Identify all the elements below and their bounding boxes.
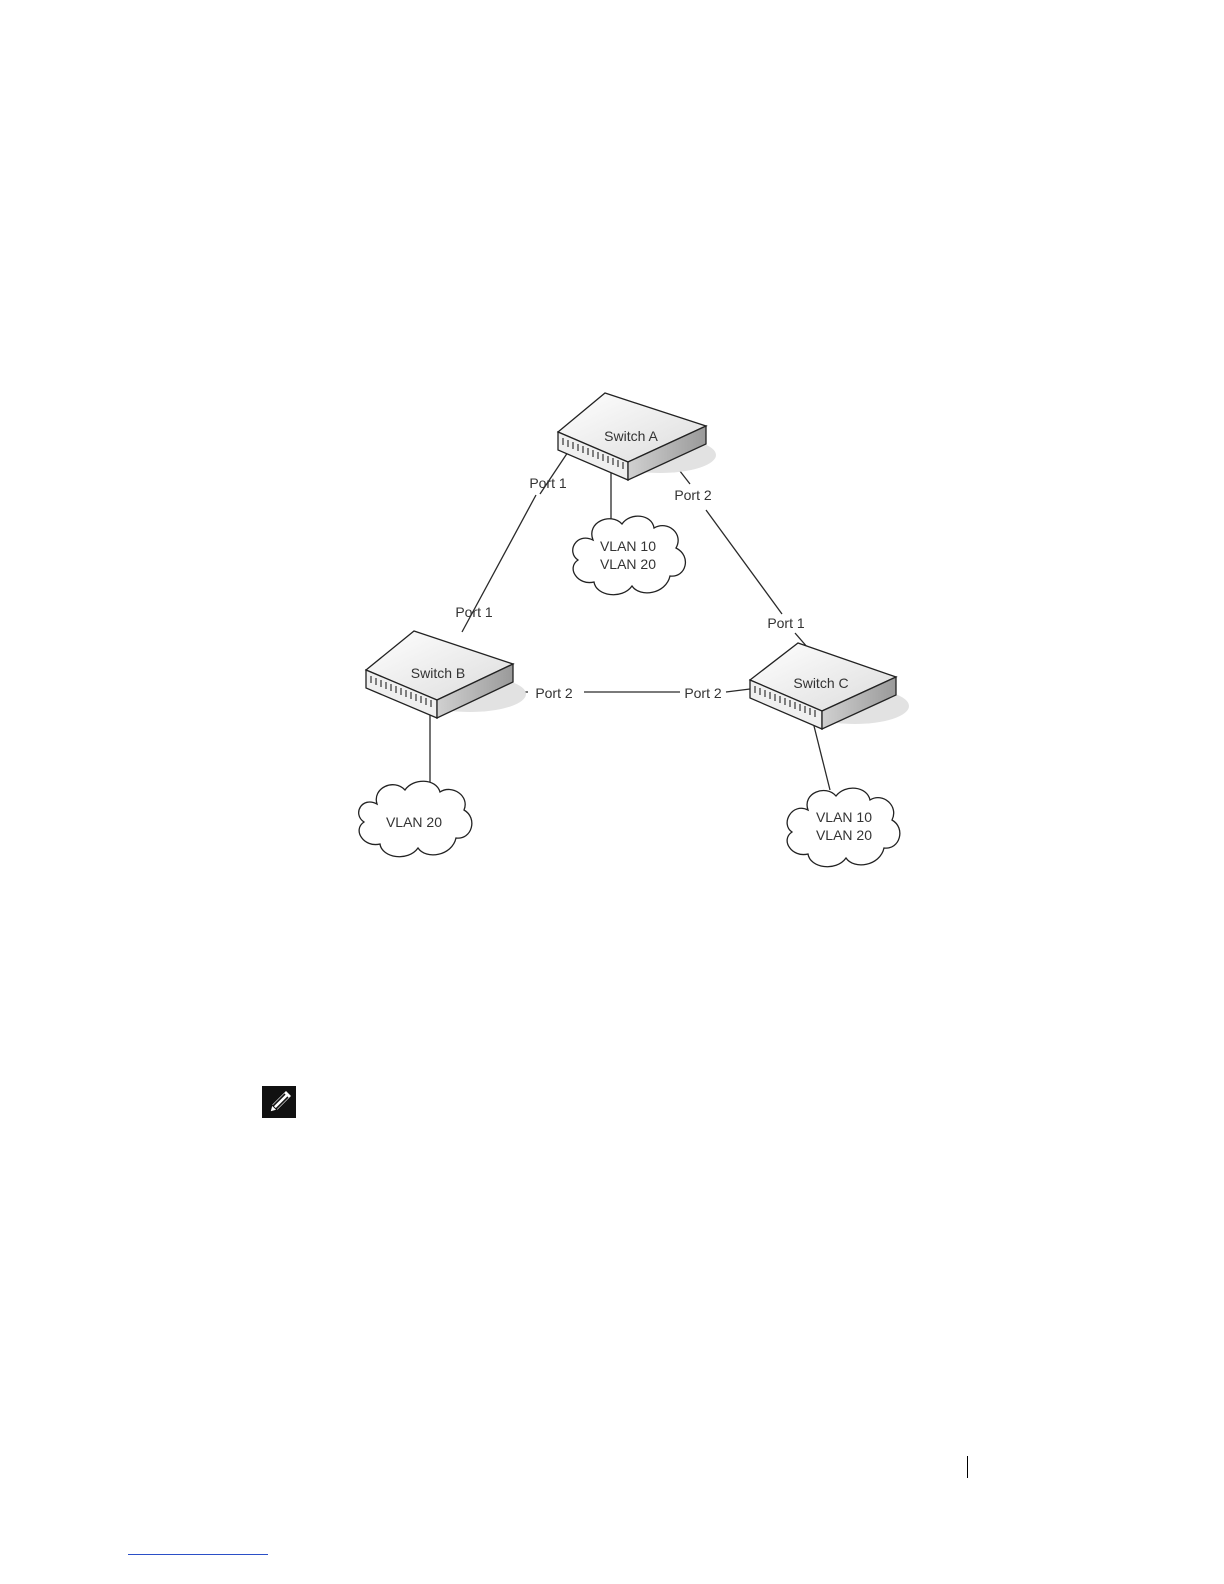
- switch-a-label: Switch A: [604, 428, 658, 444]
- cloud-b-line1: VLAN 20: [386, 814, 442, 830]
- footer-link-underline[interactable]: [128, 1554, 268, 1555]
- switch-a-port2-label: Port 2: [674, 487, 712, 503]
- note-pencil-icon: [262, 1086, 296, 1118]
- cloud-c-line2: VLAN 20: [816, 827, 872, 843]
- switch-b: Switch B: [366, 631, 526, 718]
- switch-c-label: Switch C: [793, 675, 848, 691]
- switch-b-port1-label: Port 1: [455, 604, 493, 620]
- switch-b-port2-label: Port 2: [535, 685, 573, 701]
- cloud-vlan-a: VLAN 10 VLAN 20: [573, 516, 686, 595]
- switch-c: Switch C: [750, 643, 909, 729]
- cloud-vlan-b: VLAN 20: [359, 781, 472, 856]
- switch-c-port1-label: Port 1: [767, 615, 805, 631]
- page-number-rule: [967, 1456, 968, 1478]
- switch-a-port1-label: Port 1: [529, 475, 567, 491]
- cloud-a-line1: VLAN 10: [600, 538, 656, 554]
- switch-b-label: Switch B: [411, 665, 465, 681]
- link-a-c-lower: [706, 510, 782, 614]
- cloud-c-line1: VLAN 10: [816, 809, 872, 825]
- switch-a: Switch A: [558, 393, 716, 480]
- switch-c-port2-label: Port 2: [684, 685, 722, 701]
- link-b-c-right: [726, 689, 750, 692]
- cloud-vlan-c: VLAN 10 VLAN 20: [787, 788, 900, 867]
- cloud-a-line2: VLAN 20: [600, 556, 656, 572]
